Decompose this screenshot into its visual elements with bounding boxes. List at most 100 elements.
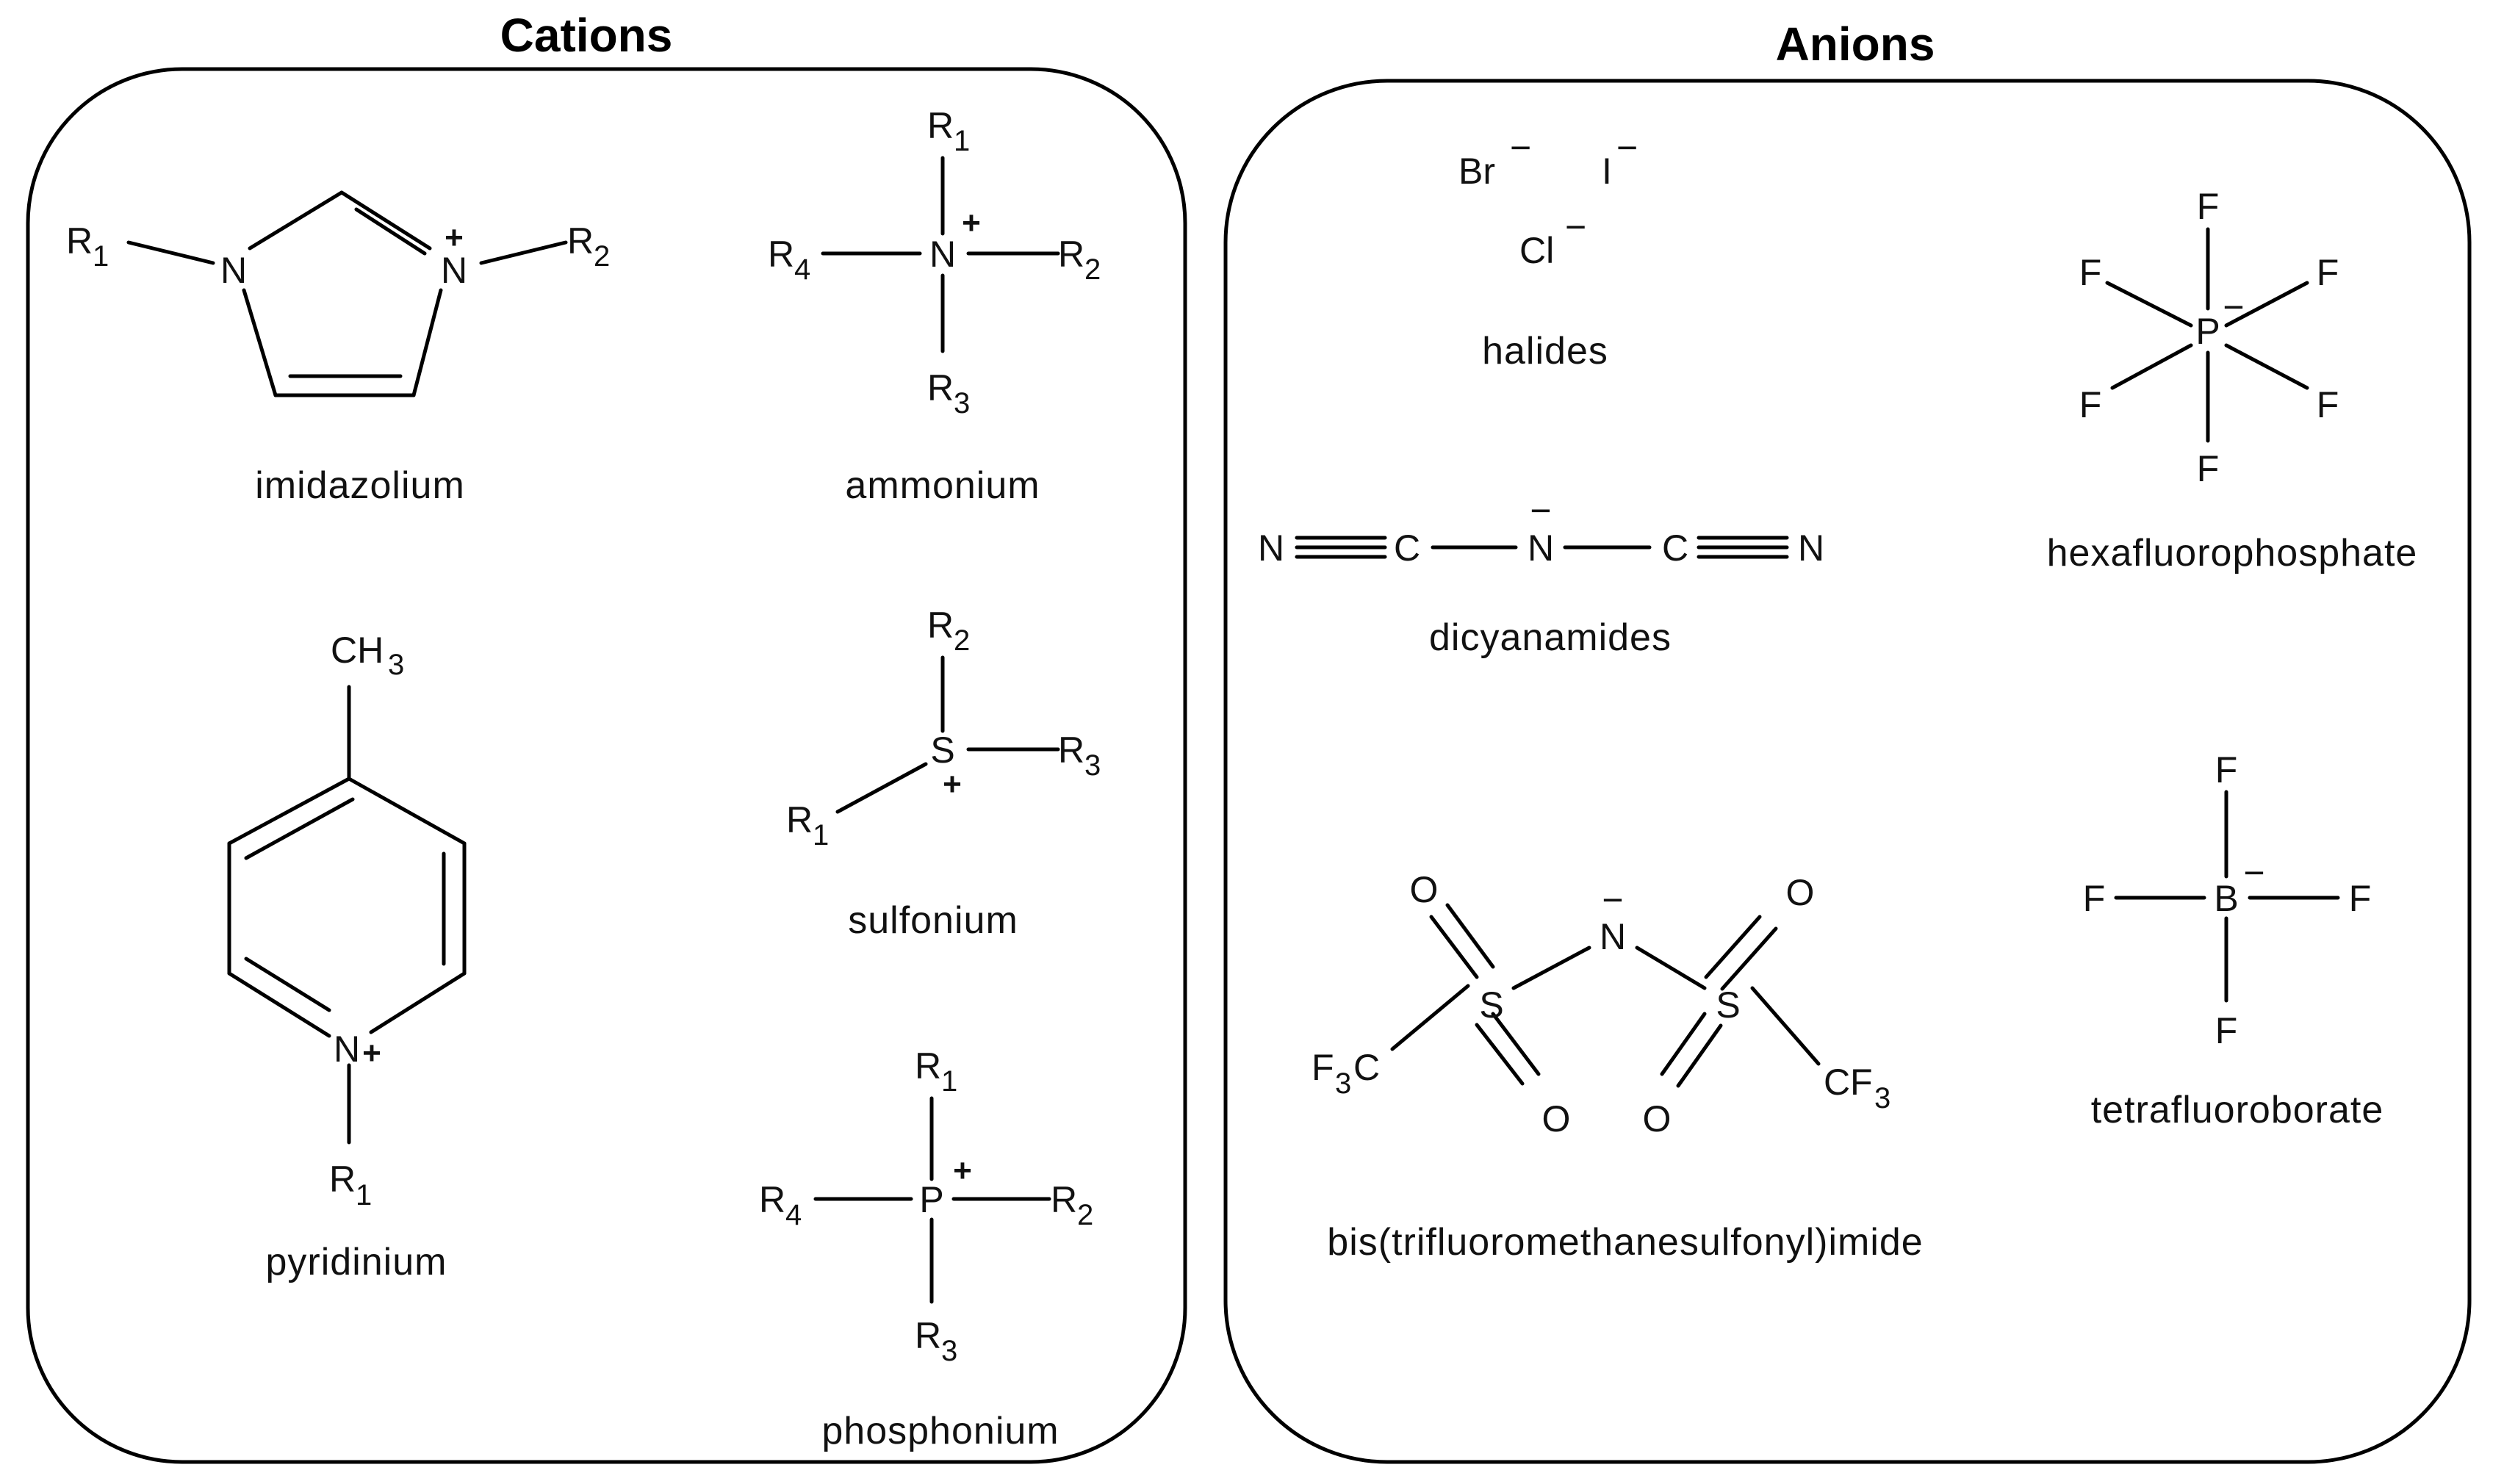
phosphonium-r3-sub: 3 xyxy=(941,1335,957,1367)
phosphonium-r1: R xyxy=(915,1045,941,1087)
phosphonium-label: phosphonium xyxy=(821,1410,1059,1452)
sulfonium-r1: R xyxy=(786,799,813,840)
ammonium-r1: R xyxy=(927,105,954,146)
ammonium-r3-sub: 3 xyxy=(954,387,970,419)
pyridinium-r1-sub: 1 xyxy=(356,1179,372,1211)
tfsi-o-upper-left: O xyxy=(1410,869,1439,910)
tfsi-o-lower-left: O xyxy=(1542,1098,1571,1139)
phosphonium-r3: R xyxy=(915,1315,941,1356)
sulfonium-r2-sub: 2 xyxy=(954,624,970,657)
dca-c-right: C xyxy=(1662,527,1688,569)
ammonium-r1-sub: 1 xyxy=(954,125,970,157)
hexafluorophosphate-structure: P − F F F F F F hexafluorophosphate xyxy=(2047,186,2417,574)
dca-n-right: N xyxy=(1798,527,1824,569)
imidazolium-n1: N xyxy=(220,250,247,291)
phosphonium-center: P xyxy=(919,1179,943,1220)
dicyanamides-label: dicyanamides xyxy=(1429,616,1672,659)
pf6-f-lower-left: F xyxy=(2079,384,2102,425)
phosphonium-r2: R xyxy=(1051,1179,1077,1220)
halide-br: Br xyxy=(1458,151,1495,192)
bistriflimide-label: bis(trifluoromethanesulfonyl)imide xyxy=(1327,1221,1923,1264)
dca-minus: − xyxy=(1530,490,1551,531)
anions-panel: Anions Br − I − Cl − halides P − F F F F… xyxy=(1223,18,2472,1464)
pyridinium-methyl: CH xyxy=(331,630,384,671)
dca-c-left: C xyxy=(1394,527,1420,569)
phosphonium-r4-sub: 4 xyxy=(785,1199,802,1231)
bf4-f-right: F xyxy=(2349,878,2372,919)
tetrafluoroborate-structure: B − F F F F tetrafluoroborate xyxy=(2083,749,2384,1131)
ammonium-r4: R xyxy=(768,234,794,275)
phosphonium-charge: + xyxy=(953,1153,972,1189)
sulfonium-center: S xyxy=(930,730,954,771)
imidazolium-n3: N xyxy=(441,250,467,291)
phosphonium-r1-sub: 1 xyxy=(941,1065,957,1098)
tfsi-cf3-left-f: F xyxy=(1312,1047,1334,1088)
phosphonium-r4: R xyxy=(759,1179,785,1220)
tfsi-n: N xyxy=(1600,916,1626,957)
ammonium-r2: R xyxy=(1058,234,1084,275)
dca-n-center: N xyxy=(1528,527,1554,569)
tfsi-s-right: S xyxy=(1716,984,1740,1026)
tfsi-cf3-right-f: F xyxy=(1850,1062,1873,1103)
cations-box xyxy=(26,67,1187,1464)
imidazolium-structure: N N + R 1 R 2 imidazolium xyxy=(66,190,610,507)
sulfonium-r2: R xyxy=(927,605,954,646)
imidazolium-r2: R xyxy=(567,220,594,262)
ammonium-center: N xyxy=(929,234,956,275)
ammonium-charge: + xyxy=(962,205,981,241)
tfsi-s-left: S xyxy=(1479,984,1503,1026)
ammonium-r2-sub: 2 xyxy=(1084,253,1101,286)
pf6-center: P xyxy=(2195,311,2220,352)
halide-br-minus: − xyxy=(1510,127,1531,168)
tfsi-o-lower-right: O xyxy=(1643,1098,1672,1139)
tfsi-cf3-left-c: C xyxy=(1353,1047,1380,1088)
imidazolium-label: imidazolium xyxy=(255,464,465,507)
ammonium-r4-sub: 4 xyxy=(794,253,810,286)
bf4-minus: − xyxy=(2243,852,2264,893)
sulfonium-label: sulfonium xyxy=(848,899,1018,942)
halides-structure: Br − I − Cl − halides xyxy=(1458,127,1638,372)
imidazolium-charge: + xyxy=(445,220,464,256)
bf4-f-top: F xyxy=(2215,749,2238,790)
pyridinium-label: pyridinium xyxy=(266,1241,447,1283)
pf6-minus: − xyxy=(2223,287,2244,328)
sulfonium-r3-sub: 3 xyxy=(1084,749,1101,782)
imidazolium-r1-sub: 1 xyxy=(93,240,109,273)
bistriflimide-structure: S S N − O O O O F 3 C C F 3 bis(trifluor… xyxy=(1312,869,1923,1264)
sulfonium-r3: R xyxy=(1058,730,1084,771)
halides-label: halides xyxy=(1482,330,1608,372)
tfsi-cf3-left-sub: 3 xyxy=(1335,1067,1351,1100)
bf4-center: B xyxy=(2214,878,2238,919)
cations-panel: Cations N N + R 1 R 2 imidazolium xyxy=(26,9,1187,1464)
pyridinium-n: N xyxy=(334,1029,360,1070)
pyridinium-charge: + xyxy=(362,1035,381,1071)
pf6-f-upper-left: F xyxy=(2079,252,2102,293)
tfsi-o-upper-right: O xyxy=(1786,872,1815,913)
dca-n-left: N xyxy=(1258,527,1284,569)
sulfonium-charge: + xyxy=(943,766,962,802)
ammonium-label: ammonium xyxy=(845,464,1040,507)
tetrafluoroborate-label: tetrafluoroborate xyxy=(2091,1089,2384,1131)
pyridinium-structure: CH 3 N + R 1 pyridinium xyxy=(227,630,467,1283)
sulfonium-r1-sub: 1 xyxy=(813,819,829,851)
anions-box xyxy=(1223,79,2472,1464)
imidazolium-r1: R xyxy=(66,220,93,262)
pf6-f-lower-right: F xyxy=(2317,384,2339,425)
ammonium-r3: R xyxy=(927,367,954,408)
phosphonium-structure: P + R 1 R 2 R 3 R 4 phosphonium xyxy=(759,1045,1093,1452)
ammonium-structure: N + R 1 R 2 R 3 R 4 ammonium xyxy=(768,105,1101,507)
tfsi-cf3-right-c: C xyxy=(1824,1062,1850,1103)
tfsi-cf3-right-sub: 3 xyxy=(1874,1082,1890,1114)
imidazolium-r2-sub: 2 xyxy=(594,240,610,273)
halide-i-minus: − xyxy=(1616,127,1638,168)
anions-heading: Anions xyxy=(1776,18,1935,71)
phosphonium-r2-sub: 2 xyxy=(1077,1199,1093,1231)
dicyanamide-structure: N C N − C N dicyanamides xyxy=(1258,490,1824,659)
bf4-f-bottom: F xyxy=(2215,1010,2238,1051)
halide-cl: Cl xyxy=(1519,230,1554,271)
pf6-f-bottom: F xyxy=(2197,448,2220,489)
pyridinium-methyl-sub: 3 xyxy=(388,649,404,681)
pyridinium-r1: R xyxy=(329,1159,356,1200)
cations-heading: Cations xyxy=(500,9,673,62)
halide-cl-minus: − xyxy=(1565,206,1586,248)
